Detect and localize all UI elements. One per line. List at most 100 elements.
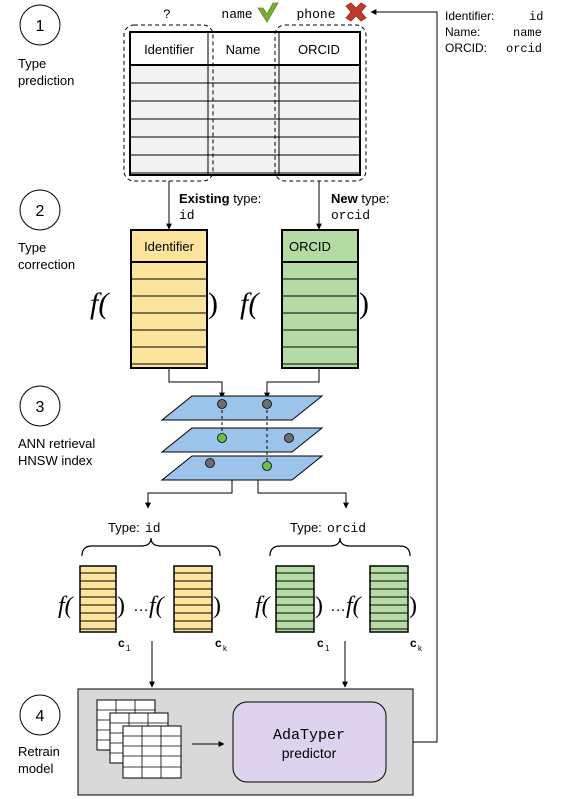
table-header-identifier: Identifier [144,42,195,57]
orcid-group-first-column: f( ) c 1 [255,565,330,653]
input-table: Identifier Name ORCID [123,24,367,182]
legend-label-orcid: ORCID: [445,41,487,55]
legend-label-name: Name: [445,25,480,39]
orcid-group-type-value: orcid [327,521,366,536]
step-4: 4 Retrain model [18,694,61,776]
mini-column-body [173,565,213,633]
step-2: 2 Type correction [18,189,75,272]
mini-f-open: f( [255,593,272,619]
existing-type-value: id [179,208,195,223]
step-1: 1 Type prediction [18,4,74,88]
retrieved-orcid-group: Type: orcid [269,520,411,557]
step-1-circle [19,4,61,46]
id-group-last-column: f( ) c k [149,565,228,653]
svg-text:New type:: New type: [331,191,390,206]
arrow-identifier-to-index [168,368,225,399]
table-header-row [129,31,361,66]
mini-f-open: f( [58,593,75,619]
last-column-index: k [418,644,423,653]
arrow-index-to-id-group [145,480,233,509]
step-4-circle [19,694,61,736]
mini-column-body [369,565,409,633]
step-2-number: 2 [36,203,45,220]
identifier-column-body [130,229,208,369]
close-paren-left: ) [208,287,218,320]
step-2-title-line2: correction [18,257,75,272]
table-row-lines [130,82,360,174]
prediction-col3: phone [296,7,335,22]
prediction-col1: ? [163,7,171,22]
mini-close-paren: ) [409,593,417,619]
step-1-title-line2: prediction [18,73,74,88]
close-paren-right: ) [359,287,369,320]
mini-f-open: f( [149,593,166,619]
step-3-title-line2: HNSW index [18,453,93,468]
retrieved-id-group: Type: id [81,520,221,557]
first-column-sub: c [317,636,324,650]
cross-icon [345,2,367,22]
identifier-column-highlight [123,24,214,182]
orcid-group-brace [269,537,411,557]
last-column-sub: c [410,636,417,650]
id-group-type-value: id [145,521,161,536]
id-group-type-label: Type: [108,520,140,535]
first-column-index: 1 [325,644,330,653]
mini-column-body [79,565,117,633]
step-1-number: 1 [36,18,45,35]
hnsw-layer-middle [160,427,324,453]
orcid-column-header: ORCID [289,239,331,254]
step-2-title-line1: Type [18,240,46,255]
last-column-index: k [223,644,228,653]
hnsw-node [262,461,272,471]
arrow-orcid-to-index [264,368,320,399]
first-column-sub: c [118,636,125,650]
retrain-panel: AdaTyper predictor [77,688,414,796]
feedback-arrow [370,9,438,743]
hnsw-layer-bottom [160,455,324,481]
new-bold: New [331,191,359,206]
id-group-brace [81,537,221,557]
table-header-name: Name [226,42,261,57]
mini-f-open: f( [346,593,363,619]
id-group-first-column: f( ) c 1 [58,565,131,653]
orcid-column-highlight [274,24,367,182]
existing-type-label: Existing type: id [179,191,261,223]
identifier-column-embedding: f( Identifier ) [90,229,218,369]
first-column-index: 1 [126,644,131,653]
orcid-group-last-column: f( ) c k [346,565,423,653]
orcid-column-body [281,229,359,369]
mini-close-paren: ) [117,593,125,619]
orcid-group-ellipsis: … [330,598,346,615]
mini-close-paren: ) [213,593,221,619]
existing-rest: type: [230,191,262,206]
identifier-column-header: Identifier [144,239,195,254]
mini-column-body [275,565,315,633]
predictor-box [232,701,387,783]
svg-text:Existing type:: Existing type: [179,191,261,206]
orcid-group-type-label: Type: [290,520,322,535]
hnsw-node [205,458,215,468]
step-4-title-line1: Retrain [18,744,60,759]
step-1-title-line1: Type [18,56,46,71]
arrow-index-to-orcid-group [257,480,349,509]
f-open-right: f( [240,287,260,320]
step-2-circle [19,189,61,231]
existing-bold: Existing [179,191,230,206]
step-3-number: 3 [36,399,45,416]
legend-value-name: name [513,26,542,40]
orcid-column-embedding: f( ORCID ) [240,229,369,369]
last-column-sub: c [215,636,222,650]
step-3-title-line1: ANN retrieval [18,436,95,451]
step-4-title-line2: model [18,761,54,776]
identifier-column-rows [131,278,207,365]
legend: Identifier: id Name: name ORCID: orcid [445,9,543,56]
check-icon [257,2,279,23]
prediction-col2: name [221,7,252,22]
table-header-orcid: ORCID [298,42,340,57]
step-3: 3 ANN retrieval HNSW index [18,385,95,468]
new-type-value: orcid [331,208,370,223]
hnsw-index [160,395,324,481]
hnsw-node [217,399,227,409]
hnsw-node [262,399,272,409]
